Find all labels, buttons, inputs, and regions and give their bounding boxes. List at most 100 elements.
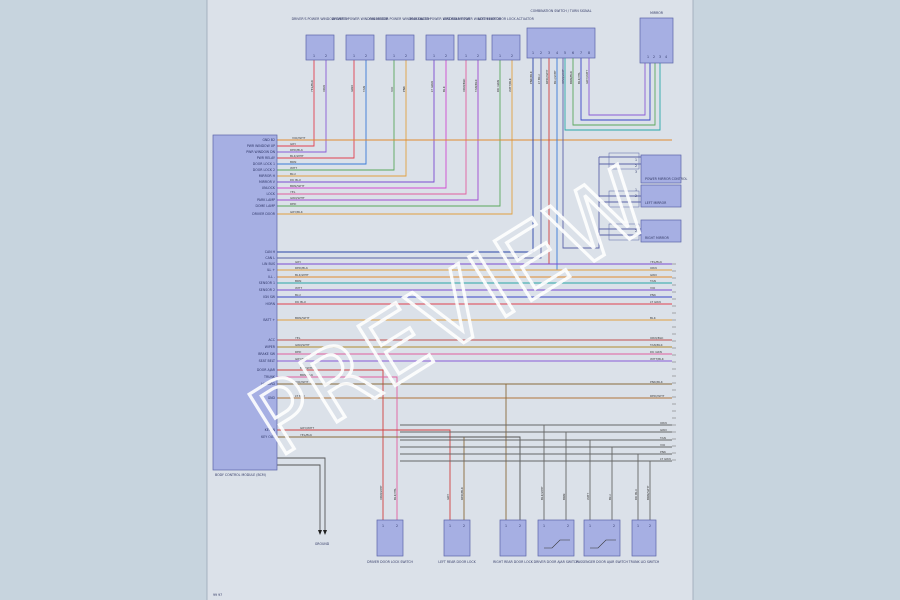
top-module-box — [491, 34, 521, 61]
combination-switch-pin: 3 — [548, 51, 550, 55]
wire-label: BLU — [290, 172, 296, 176]
top-module-box — [425, 34, 455, 61]
wire-label: GRY/WHT — [585, 70, 589, 84]
wire-label: PNK — [660, 450, 667, 454]
wire-label: BRN — [290, 160, 296, 164]
bcm-pin-label: CAN L — [265, 256, 275, 260]
bcm-pin-label: WIPER — [265, 345, 276, 349]
wire-label: VIO/WHT — [292, 136, 306, 140]
wire-label: BRN/WHT — [290, 184, 305, 188]
top-module-pin: 2 — [445, 54, 447, 58]
wire-label: VIO — [390, 86, 394, 92]
bcm-pin-label: DOOR AJAR — [257, 368, 276, 372]
module-wire — [277, 60, 395, 171]
bottom-module-pin: 1 — [637, 524, 639, 528]
switch-symbol — [544, 539, 570, 549]
wire-label: TAN/BLK — [649, 343, 664, 347]
wire-label: TAN — [659, 436, 666, 440]
bcm-pin-label: PARK LAMP — [257, 198, 275, 202]
wire-label: YEL — [290, 190, 296, 194]
wire-label: BLU/WHT — [300, 366, 314, 370]
wire-label: RED — [290, 202, 297, 206]
side-module-pin: 3 — [635, 170, 637, 174]
wire-label: TAN — [362, 86, 366, 93]
top-module-pin: 1 — [465, 54, 467, 58]
ground-arrow — [323, 530, 327, 535]
bcm-pin-label: CAN H — [265, 250, 276, 254]
module-wire — [277, 60, 447, 189]
wire-label: GRN/WHT — [290, 196, 305, 200]
side-module-box — [640, 219, 682, 243]
wire-label: LT GRN — [650, 300, 661, 304]
bottom-module-box — [443, 519, 471, 557]
bottom-module-label: TRUNK LID SWITCH — [628, 560, 660, 564]
top-module-box — [345, 34, 375, 61]
wire-label: BLK/YEL — [577, 72, 581, 84]
combination-switch-pin: 6 — [572, 51, 574, 55]
top-module-pin: 1 — [393, 54, 395, 58]
wire-label: BRN/BLK — [300, 373, 314, 377]
bcm-pin-label: TRUNK — [263, 375, 276, 379]
wire-label: DK BLU — [295, 300, 306, 304]
wires-layer: GRYYEL/BLKRED/BLKORNBLK/WHTGRNBRNTANWHTV… — [277, 58, 676, 530]
wire-label: GRY — [290, 142, 296, 146]
wire-label: ORN — [660, 421, 667, 425]
wire-label: GRY/WHT — [300, 426, 314, 430]
bcm-pin-label: BATT + — [263, 318, 275, 322]
bottom-module-pin: 1 — [449, 524, 451, 528]
bottom-module-box — [631, 519, 657, 557]
bcm-pin-label: IGN SW — [263, 295, 276, 299]
wire-label: ORN/BLK — [462, 78, 466, 92]
combination-switch-pin: 1 — [532, 51, 534, 55]
page-number-label: 99 97 — [213, 593, 222, 597]
top-module-pin: 2 — [405, 54, 407, 58]
combination-switch-label: COMBINATION SWITCH / TURN SIGNAL — [531, 9, 592, 13]
bcm-pin-label: BRAKE SW — [258, 352, 276, 356]
wire-label: GRY — [446, 494, 450, 500]
top-module-pin: 1 — [313, 54, 315, 58]
bcm-pin-label: UNLOCK — [262, 186, 276, 190]
mirror-module-pin: 3 — [659, 55, 661, 59]
bcm-pin-label: PWR RELAY — [257, 156, 275, 160]
wire-label: WHT/BLK — [650, 357, 665, 361]
ground-label: GROUND — [315, 542, 330, 546]
wire-label: GRY/BLK — [295, 357, 309, 361]
wire-label: GRY/BLK — [290, 210, 304, 214]
wire-label: LT BLU — [295, 394, 305, 398]
combination-switch-pin: 4 — [556, 51, 558, 55]
bottom-module-label: PASSENGER DOOR AJAR SWITCH — [576, 560, 628, 564]
switch-symbol — [590, 539, 616, 549]
wire-label: VIO — [660, 443, 666, 447]
wire-label: RED/WHT — [650, 394, 665, 398]
top-module-pin: 2 — [477, 54, 479, 58]
wire-label: TAN/BLK — [474, 78, 478, 93]
wire-label: BRN/WHT — [646, 485, 650, 500]
bcm-pin-label: DOOR LOCK 1 — [253, 162, 275, 166]
wire-label: WHT/BLK — [508, 77, 512, 92]
bottom-module-pin: 2 — [567, 524, 569, 528]
wire-label: BLK — [442, 85, 446, 92]
bcm-pin-label: ILL - — [268, 275, 275, 279]
combination-switch-wire — [277, 58, 542, 259]
module-wire — [277, 60, 435, 183]
wire-label: YEL/BLK — [310, 79, 314, 92]
bcm-pin-label: GND B2 — [262, 138, 275, 142]
wire-label: DK BLU — [634, 489, 638, 500]
bottom-module-wire — [277, 383, 507, 520]
wire-label: ORN/BLK — [650, 336, 664, 340]
bcm-pin-label: LOCK — [267, 192, 276, 196]
bottom-module-box — [499, 519, 527, 557]
wire-label: LT GRN — [430, 81, 434, 92]
side-module-label: RIGHT MIRROR — [645, 236, 670, 240]
module-wire — [277, 60, 467, 195]
bcm-pin-label: MIRROR V — [259, 180, 276, 184]
top-module-box — [457, 34, 487, 61]
top-module-label: LEFT REAR DOOR LOCK ACTUATOR — [478, 17, 534, 21]
top-module-label: PASSENGER POWER WINDOW SWITCH — [370, 17, 432, 21]
wire-label: VIO/WHT — [295, 380, 309, 384]
wire-label: GRN/WHT — [295, 343, 310, 347]
wire-label: BRN/WHT — [295, 316, 310, 320]
module-wire — [277, 60, 367, 165]
bcm-pin-label: ACC — [268, 338, 275, 342]
